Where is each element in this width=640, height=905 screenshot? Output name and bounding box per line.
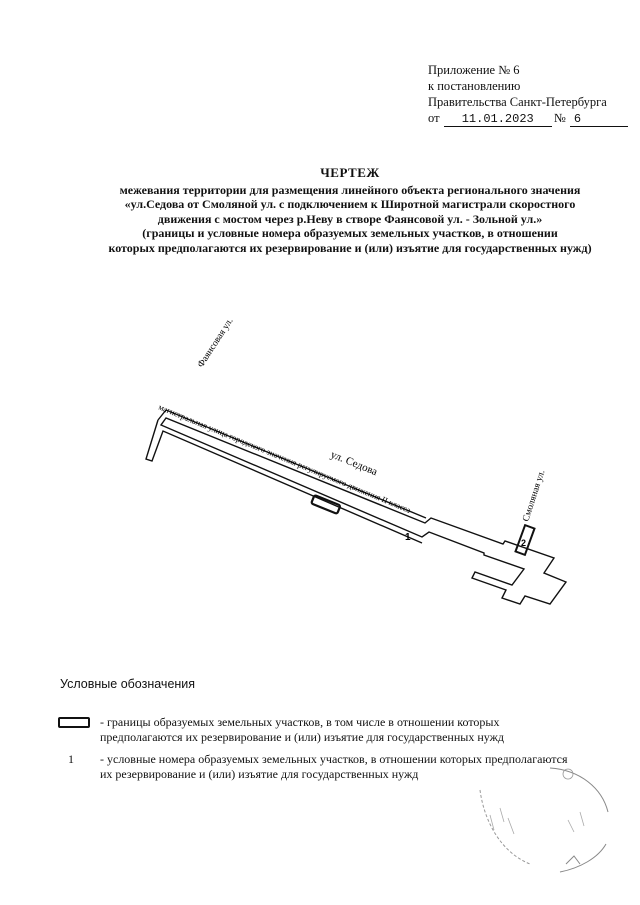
official-stamp	[479, 767, 609, 873]
plot-2-boundary	[514, 523, 536, 557]
street-fayansovaya-label: Фаянсовая ул.	[196, 316, 235, 369]
road-description-label: магистральная улица городского значения …	[157, 403, 412, 516]
document-title: ЧЕРТЕЖ межевания территории для размещен…	[60, 165, 640, 256]
road-outline	[145, 419, 423, 544]
title-main: ЧЕРТЕЖ	[320, 165, 380, 180]
street-smolyanaya-label: Смоляная ул.	[521, 469, 547, 523]
plot-1-boundary	[159, 417, 568, 605]
legend-item-boundaries: - границы образуемых земельных участков,…	[58, 715, 578, 749]
street-sedova-label: ул. Седова	[329, 449, 379, 479]
legend-number-text: - условные номера образуемых земельных у…	[100, 752, 568, 781]
plot-small-marker	[310, 494, 341, 515]
appendix-government: Правительства Санкт-Петербурга	[428, 95, 607, 109]
title-line-3: движения с мостом через р.Неву в створе …	[157, 211, 543, 226]
date-value: 11.01.2023	[443, 112, 552, 127]
appendix-title: Приложение № 6	[428, 63, 520, 77]
number-prefix: №	[553, 111, 566, 125]
plot-1-number: 1	[405, 532, 411, 543]
legend-boundary-text: - границы образуемых земельных участков,…	[100, 715, 504, 744]
plot-2-number: 2	[521, 538, 526, 548]
appendix-date-row: от 11.01.2023 № 6	[428, 110, 628, 127]
title-line-1: межевания территории для размещения лине…	[119, 182, 581, 197]
title-line-4: (границы и условные номера образуемых зе…	[142, 226, 558, 241]
title-line-2: «ул.Седова от Смоляной ул. с подключение…	[124, 197, 576, 212]
appendix-header: Приложение № 6 к постановлению Правитель…	[428, 62, 628, 127]
appendix-decree: к постановлению	[428, 79, 521, 93]
title-line-5: которых предполагаются их резервирование…	[108, 240, 592, 255]
site-plan-drawing: Фаянсовая ул. Смоляная ул. ул. Седова ма…	[145, 316, 568, 605]
date-prefix: от	[428, 111, 440, 125]
legend-boundary-symbol	[58, 716, 90, 728]
legend-number-symbol: 1	[68, 752, 74, 766]
legend-title: Условные обозначения	[60, 677, 196, 691]
number-value: 6	[569, 112, 628, 127]
road-corridor	[157, 409, 427, 519]
legend-item-numbers: 1 - условные номера образуемых земельных…	[58, 752, 578, 786]
